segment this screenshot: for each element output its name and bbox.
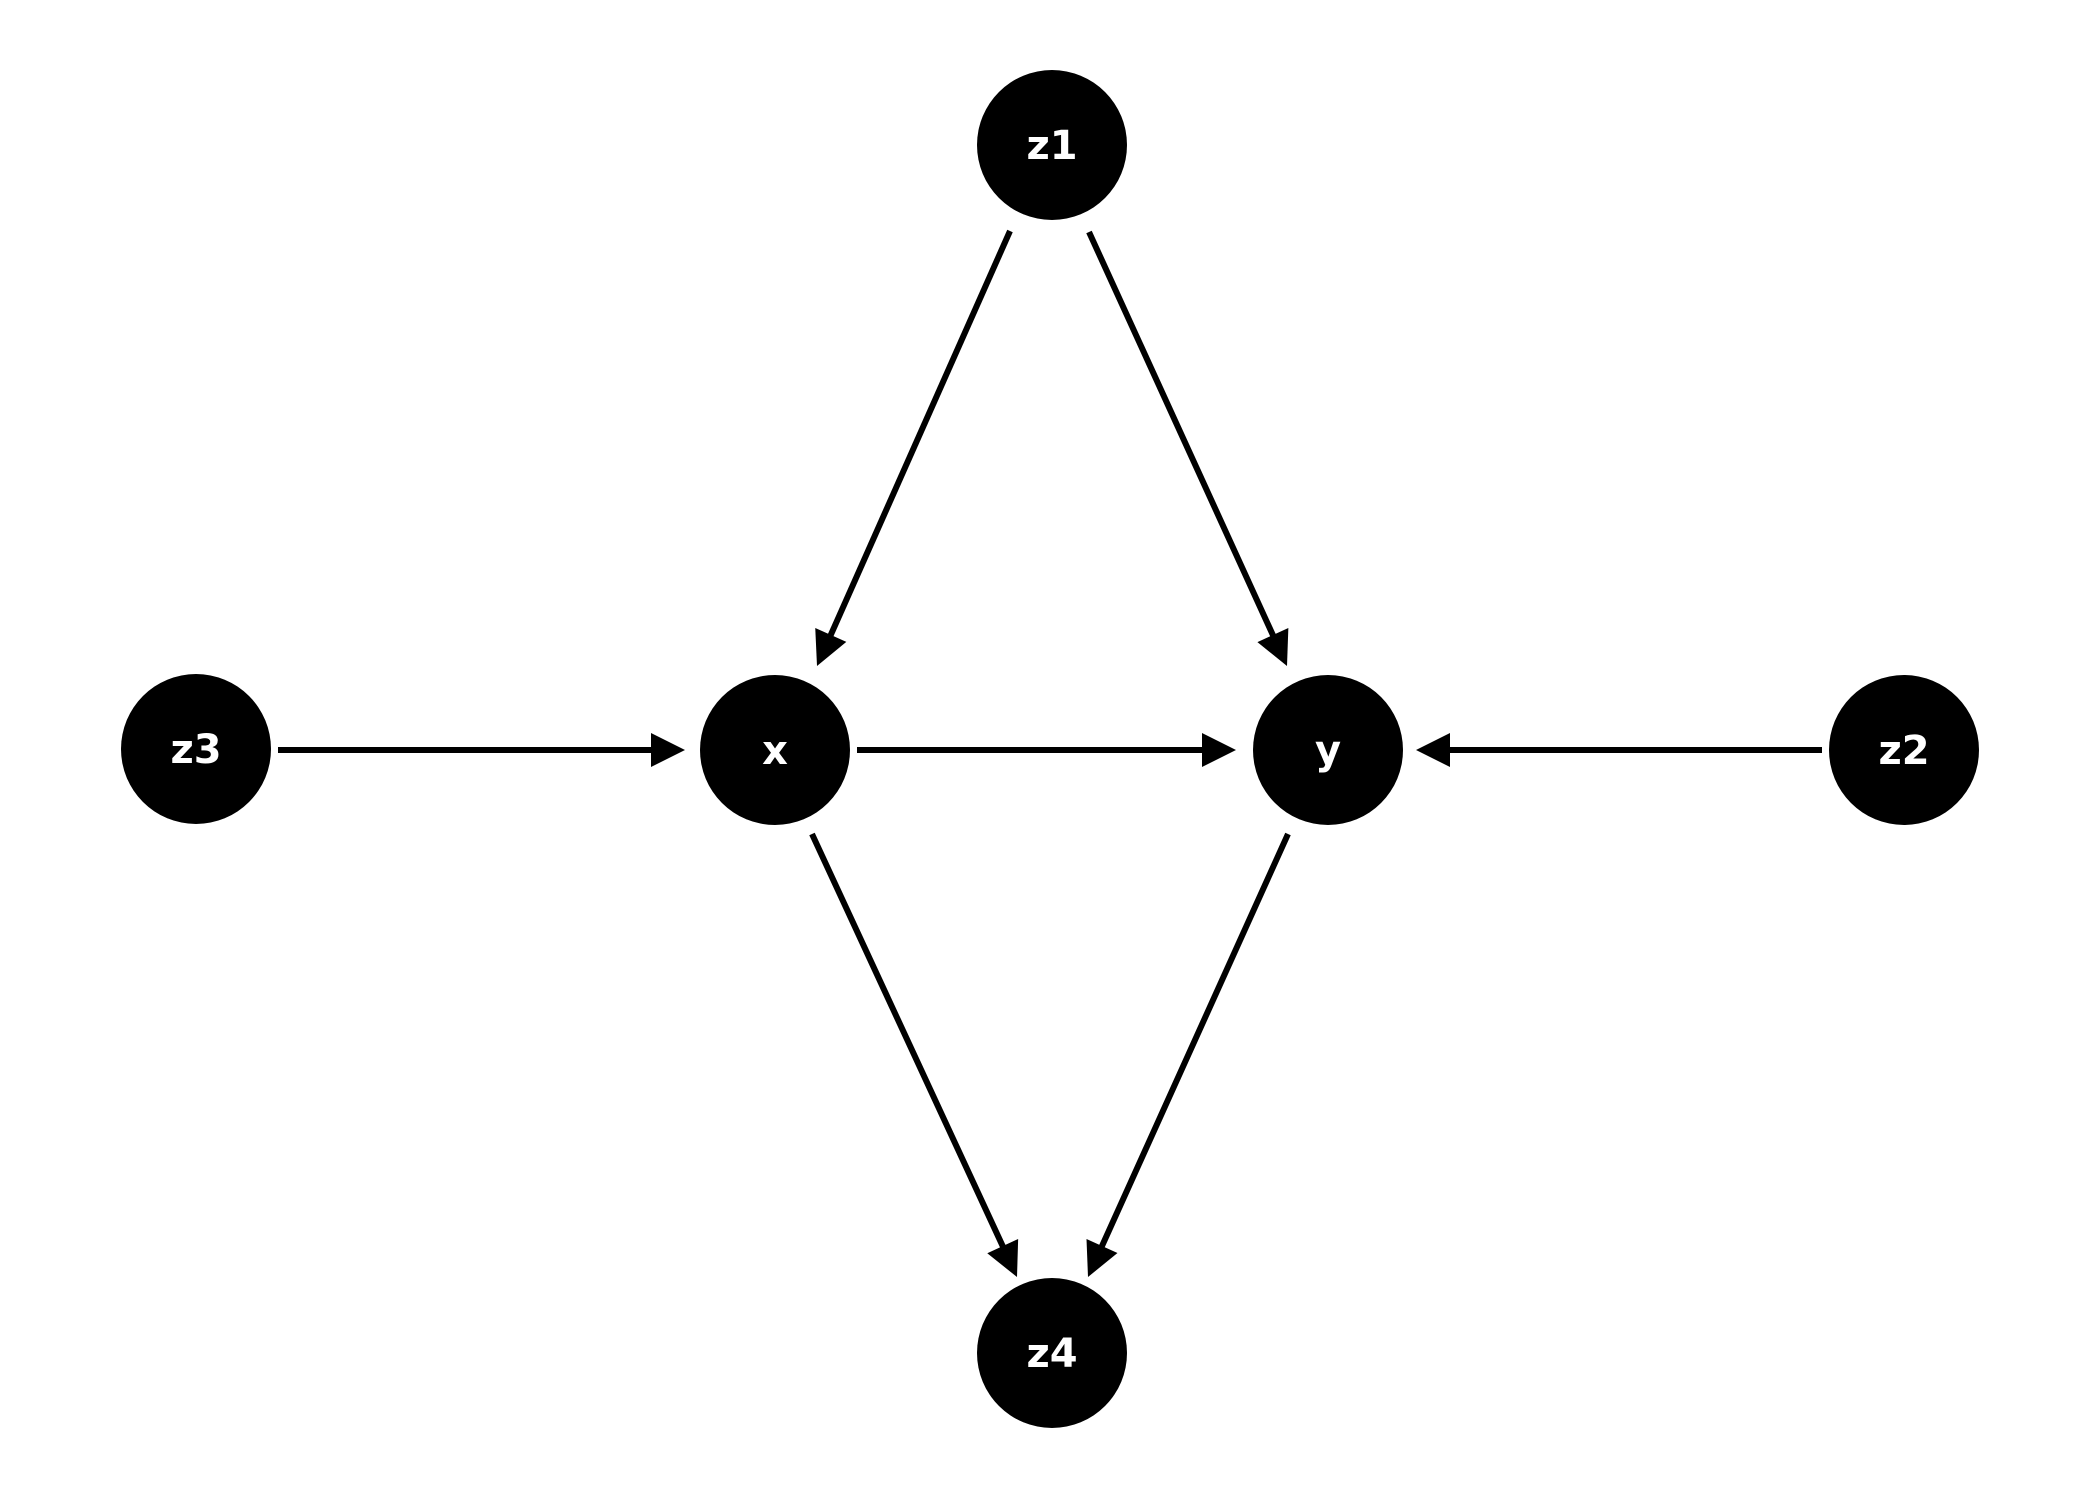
node-circle-z1[interactable] <box>977 70 1127 220</box>
edge-z1-x <box>815 229 1013 666</box>
node-label-z1: z1 <box>1026 123 1077 169</box>
edge-line-z1-x <box>825 229 1013 643</box>
node-label-z3: z3 <box>170 727 221 773</box>
node-label-x: x <box>762 728 788 774</box>
node-x[interactable]: x <box>700 675 850 825</box>
edge-x-y <box>857 733 1236 767</box>
node-circle-x[interactable] <box>700 675 850 825</box>
node-z1[interactable]: z1 <box>977 70 1127 220</box>
node-label-z4: z4 <box>1026 1331 1077 1377</box>
arrowhead-y-z4 <box>1086 1239 1118 1277</box>
node-circle-z3[interactable] <box>121 674 271 824</box>
nodes-layer: z1 z3 x y z2 z4 <box>121 70 1979 1428</box>
edge-z3-x <box>278 733 685 767</box>
node-label-y: y <box>1315 728 1341 774</box>
node-z3[interactable]: z3 <box>121 674 271 824</box>
arrowhead-z3-x <box>651 733 685 767</box>
arrowhead-x-y <box>1202 733 1236 767</box>
edge-z1-y <box>1086 230 1289 666</box>
edge-y-z4 <box>1086 832 1291 1277</box>
edge-line-y-z4 <box>1096 832 1291 1254</box>
node-y[interactable]: y <box>1253 675 1403 825</box>
arrowhead-z1-x <box>815 628 847 666</box>
edge-x-z4 <box>809 832 1019 1277</box>
edges-layer <box>278 229 1822 1277</box>
arrowhead-z1-y <box>1257 628 1289 666</box>
edge-z2-y <box>1416 733 1822 767</box>
node-z4[interactable]: z4 <box>977 1278 1127 1428</box>
node-circle-y[interactable] <box>1253 675 1403 825</box>
node-circle-z4[interactable] <box>977 1278 1127 1428</box>
arrowhead-x-z4 <box>987 1239 1019 1277</box>
node-label-z2: z2 <box>1878 728 1929 774</box>
node-z2[interactable]: z2 <box>1829 675 1979 825</box>
arrowhead-z2-y <box>1416 733 1450 767</box>
edge-line-x-z4 <box>809 832 1009 1254</box>
edge-line-z1-y <box>1086 230 1279 643</box>
node-circle-z2[interactable] <box>1829 675 1979 825</box>
